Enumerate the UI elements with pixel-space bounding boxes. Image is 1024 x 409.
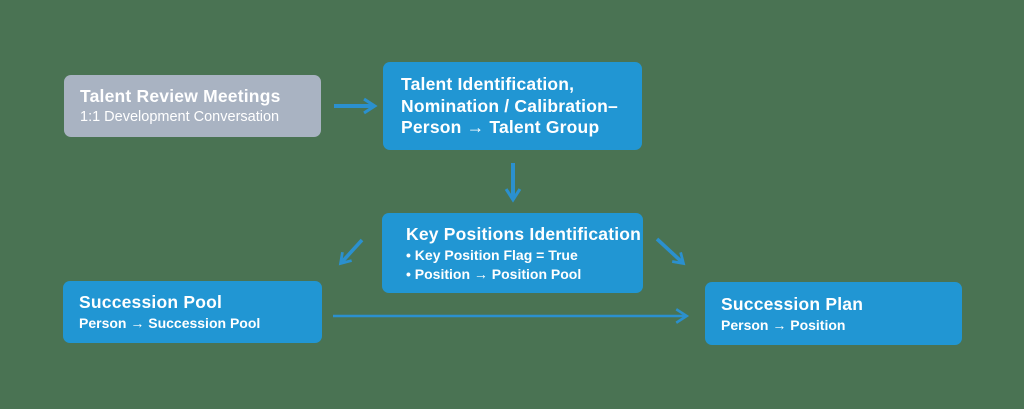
talent-review-meetings-subtitle: 1:1 Development Conversation	[80, 109, 280, 125]
succession-pool-subtitle: Person → Succession Pool	[79, 315, 261, 331]
key-positions-bullet-1: • Key Position Flag = True	[406, 247, 578, 263]
key-positions-identification-box: Key Positions Identification • Key Posit…	[382, 213, 643, 293]
key-positions-title: Key Positions Identification	[406, 224, 642, 244]
talent-review-meetings-title: Talent Review Meetings	[80, 86, 281, 106]
arrow-down-right-icon	[655, 237, 686, 266]
talent-identification-line-3: Person → Talent Group	[401, 117, 600, 137]
succession-plan-title: Succession Plan	[721, 294, 864, 314]
key-positions-bullet-2: • Position → Position Pool	[406, 266, 582, 282]
succession-pool-title: Succession Pool	[79, 292, 223, 312]
arrow-down-left-icon	[338, 238, 364, 266]
talent-identification-line-2: Nomination / Calibration–	[401, 95, 618, 116]
talent-identification-line-1: Talent Identification,	[401, 74, 575, 94]
succession-plan-subtitle: Person → Position	[721, 317, 846, 333]
succession-pool-box: Succession Pool Person → Succession Pool	[63, 281, 322, 343]
talent-review-meetings-box: Talent Review Meetings 1:1 Development C…	[64, 75, 321, 137]
talent-identification-box: Talent Identification, Nomination / Cali…	[383, 62, 642, 150]
succession-plan-box: Succession Plan Person → Position	[705, 282, 962, 345]
